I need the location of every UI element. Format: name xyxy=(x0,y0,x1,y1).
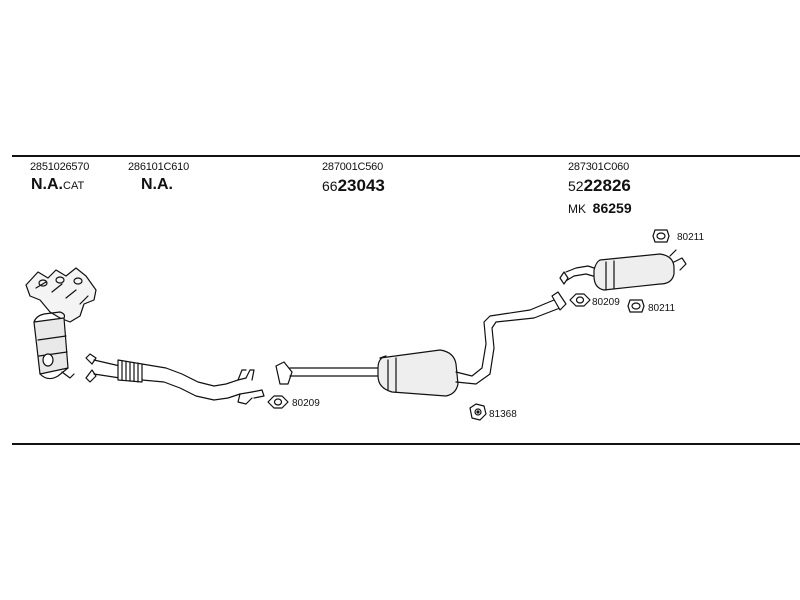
part-number-front-pipe: 286101C610 xyxy=(128,161,190,173)
code-middle-prefix: 66 xyxy=(322,178,338,194)
middle-silencer-icon xyxy=(275,291,567,397)
mounting-kit: MK 86259 xyxy=(568,200,632,216)
label-gasket-rear: 80209 xyxy=(592,297,620,308)
part-number-rear-silencer: 287301C060 xyxy=(568,161,630,173)
rear-silencer-icon xyxy=(559,249,687,291)
code-manifold-na: N.A. xyxy=(31,176,63,193)
gasket-icon xyxy=(569,293,591,307)
bottom-divider xyxy=(12,443,800,445)
mounting-kit-prefix: MK xyxy=(568,202,586,216)
rubber-hanger-icon xyxy=(652,229,670,243)
code-middle-silencer: 6623043 xyxy=(322,176,385,196)
front-pipe-icon xyxy=(85,353,265,405)
code-rear-silencer: 5222826 xyxy=(568,176,631,196)
gasket-icon xyxy=(267,395,289,409)
code-manifold: N.A.CAT xyxy=(31,176,84,194)
code-middle-number: 23043 xyxy=(337,176,385,195)
mounting-kit-number: 86259 xyxy=(592,200,632,216)
code-rear-number: 22826 xyxy=(583,176,631,195)
label-hanger-bottom: 80211 xyxy=(648,303,676,314)
rubber-hanger-icon xyxy=(627,299,645,313)
part-number-manifold: 2851026570 xyxy=(30,161,90,173)
top-divider xyxy=(12,155,800,157)
rubber-mount-icon xyxy=(469,403,487,421)
label-gasket-front: 80209 xyxy=(292,398,320,409)
part-number-middle-silencer: 287001C560 xyxy=(322,161,384,173)
code-front-pipe: N.A. xyxy=(141,176,173,193)
label-mount-middle: 81368 xyxy=(489,409,517,420)
exhaust-manifold-icon xyxy=(25,267,97,380)
code-manifold-cat: CAT xyxy=(63,180,85,192)
label-hanger-top: 80211 xyxy=(677,232,705,243)
code-rear-prefix: 52 xyxy=(568,178,584,194)
